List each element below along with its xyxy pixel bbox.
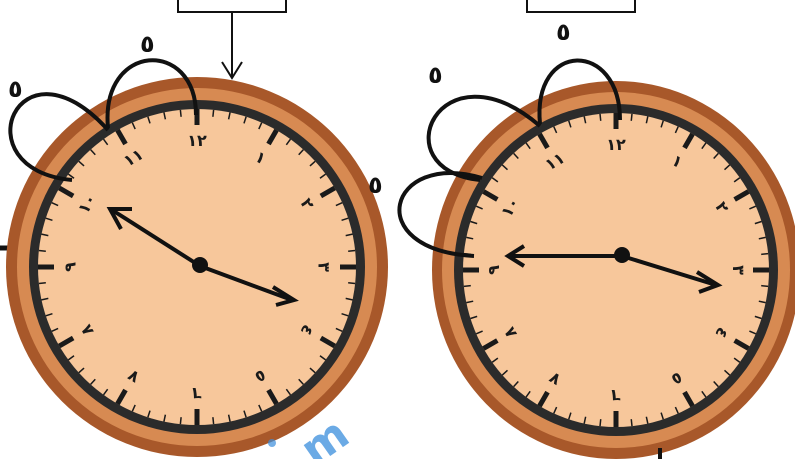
minute-tick [180,417,181,424]
clock-numeral: ٩ [484,265,503,275]
clock-numeral: ٩ [60,262,79,272]
answer-box-right [527,0,635,12]
clock-numeral: ٣ [315,262,334,272]
minute-tick [631,419,632,426]
answer-box-left [178,0,286,12]
minute-tick [348,250,355,251]
minute-tick [348,283,355,284]
minute-tick [464,286,471,287]
jump-label: ٥ [140,30,155,58]
jump-label: ٥ [8,75,23,103]
clock-center [614,247,630,263]
minute-tick [761,286,768,287]
minute-tick [39,283,46,284]
jump-label: ٥ [556,18,571,46]
clock-numeral: ٦ [192,384,202,403]
clock-face [463,113,769,427]
clock-center [192,257,208,273]
minute-tick [213,110,214,117]
minute-tick [213,417,214,424]
jump-label: ٥ [428,61,443,89]
clock-numeral: ٦ [611,386,621,405]
minute-tick [180,110,181,117]
clock-numeral: ١٢ [187,131,207,150]
minute-tick [600,419,601,426]
minute-tick [631,114,632,121]
watermark-dot [268,439,276,447]
minute-tick [39,250,46,251]
pointer-arrow [222,12,242,78]
jump-label: ٥ [368,171,383,199]
minute-tick [600,114,601,121]
minute-tick [761,254,768,255]
clock-numeral: ١٢ [606,135,626,154]
clock-numeral: ٣ [729,265,748,275]
